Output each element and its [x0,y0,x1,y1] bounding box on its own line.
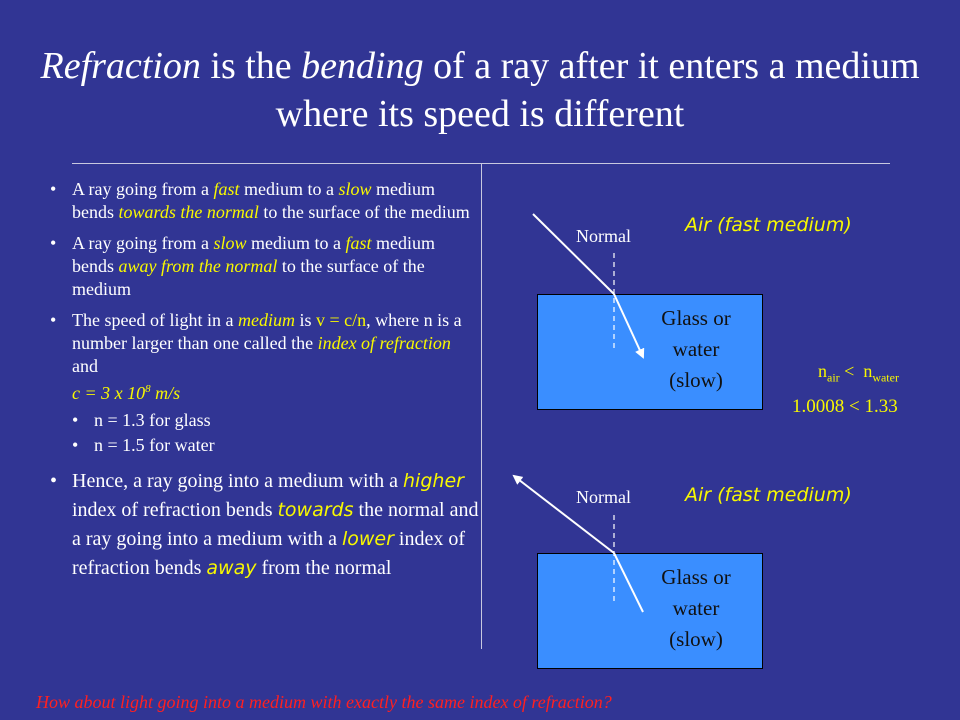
emphasis: medium [237,310,295,330]
exponent: 8 [145,383,151,395]
incident-ray-top [532,213,615,295]
title-text: is the [200,45,302,87]
bullet-hence: • Hence, a ray going into a medium with … [50,467,480,583]
sub-bullet-water: • n = 1.5 for water [72,434,480,457]
text: The speed of light in a [72,310,238,330]
emphasis: lower [341,528,394,550]
emphasis: fast [345,233,372,253]
text: m/s [150,383,181,403]
emphasis: fast [213,179,240,199]
text: n = 1.3 for glass [94,410,211,430]
bullet-dot: • [72,410,79,430]
text: Glass or [661,565,731,589]
text: medium bends [72,233,435,276]
text: and [72,356,98,376]
refracted-ray-bottom [613,552,644,613]
bullet-slow-to-fast: • A ray going from a slow medium to a fa… [50,232,480,301]
bullet-dot: • [50,470,58,492]
exit-ray-bottom [512,474,615,554]
formula: v = c/n [315,310,367,330]
normal-label-top: Normal [576,226,631,246]
text: medium to a [246,233,346,253]
emphasis: index of refraction [317,333,451,353]
air-label-bottom: Air (fast medium) [685,484,852,506]
emphasis: higher [403,470,464,492]
text: index of refraction bends [72,499,278,521]
speed-of-light-formula: c = 3 x 108 m/s [72,383,180,403]
title-bending: bending [301,45,424,87]
normal-label-bottom: Normal [576,487,631,507]
air-label-top: Air (fast medium) [685,214,852,236]
text: medium to a [239,179,339,199]
bullet-speed-of-light: • The speed of light in a medium is v = … [50,309,480,405]
emphasis: slow [213,233,247,253]
text: index of refraction bends [72,528,465,579]
text: Hence, a ray going into a medium with a [72,470,404,492]
emphasis: slow [338,179,372,199]
glass-box-top: Glass or water (slow) [537,294,763,410]
text: water [672,596,720,620]
subscript: water [872,370,899,385]
text: A ray going from a [72,179,214,199]
text: to the surface of the medium [72,256,425,299]
text: n [818,361,827,381]
text: Glass or [661,306,731,330]
bottom-question: How about light going into a medium with… [36,692,612,712]
text: n [863,361,873,381]
glass-box-bottom: Glass or water (slow) [537,553,763,669]
text: n = 1.5 for water [94,435,215,455]
index-comparison: nair < nwater [818,361,899,386]
slide-title: Refraction is the bending of a ray after… [40,42,920,138]
vertical-divider [481,163,482,649]
subscript: air [827,370,840,385]
text: medium bends [72,179,435,222]
glass-box-label: Glass or water (slow) [634,562,758,655]
text: the normal and a ray going into a medium… [72,499,479,550]
emphasis: away from the normal [118,256,278,276]
title-refraction: Refraction [40,45,201,87]
bullet-dot: • [72,435,79,455]
operator: < [839,361,864,381]
text: A ray going from a [72,233,214,253]
text: (slow) [669,368,723,392]
text: c = 3 x 10 [72,383,146,403]
bullet-dot: • [50,179,57,199]
index-values: 1.0008 < 1.33 [792,396,898,417]
sub-bullet-glass: • n = 1.3 for glass [72,409,480,432]
bullet-fast-to-slow: • A ray going from a fast medium to a sl… [50,178,480,224]
emphasis: towards [277,499,354,521]
text: is [294,310,316,330]
emphasis: away [206,557,257,579]
text: (slow) [669,627,723,651]
text: water [672,337,720,361]
refracted-ray-top [613,293,645,359]
text: from the normal [256,557,392,579]
emphasis: towards the normal [118,202,259,222]
text: , where n is a number larger than one ca… [72,310,462,353]
bullet-list: • A ray going from a fast medium to a sl… [50,178,480,591]
title-text-rest: of a ray after it enters a medium where … [275,45,920,135]
bullet-dot: • [50,310,57,330]
bullet-dot: • [50,233,57,253]
glass-box-label: Glass or water (slow) [634,303,758,396]
text: to the surface of the medium [258,202,470,222]
